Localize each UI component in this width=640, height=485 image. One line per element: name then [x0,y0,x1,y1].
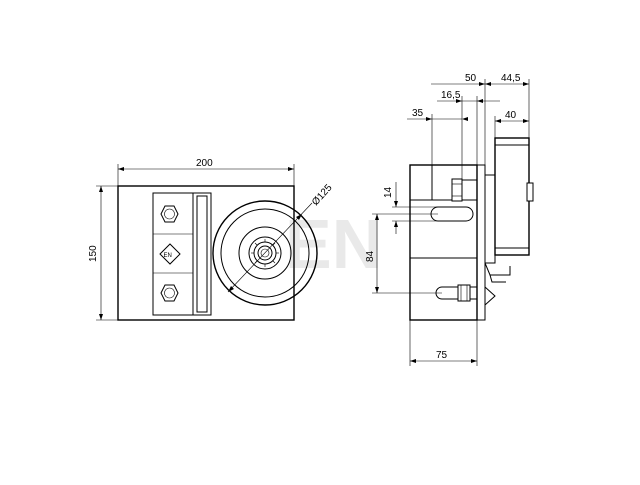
bearing-outer [248,236,282,270]
bracket-rail [192,192,212,316]
dim-50: 50 [431,73,486,165]
bracket-rail-inner [196,195,208,313]
dim-75: 75 [409,320,478,366]
dim-label-16-5: 16,5 [441,90,461,101]
top-bolt-icon [160,205,179,223]
dim-label-35: 35 [412,108,424,119]
dim-label-150: 150 [88,245,99,262]
logo-label: EN [164,253,172,259]
dim-label-75: 75 [436,350,448,361]
dim-width-200: 200 [117,158,295,186]
side-mounting-plate [476,164,486,321]
wheel-tread-inner [220,208,310,298]
dim-label-50: 50 [465,73,477,84]
axle-center [260,248,270,258]
dim-label-14: 14 [383,186,394,198]
dim-label-40: 40 [505,110,517,121]
dim-40: 40 [494,110,529,138]
dim-label-84: 84 [365,250,376,262]
axle [257,245,273,261]
dim-14: 14 [383,182,438,234]
axle-nut-icon [526,182,534,202]
wheel-assembly [484,137,534,283]
lower-bolt-head-icon [457,284,471,302]
wheel-hub-outer [238,226,292,280]
base-plate [117,185,295,321]
dim-height-150: 150 [88,185,118,321]
dim-label-200: 200 [196,158,213,169]
dim-16-5: 16,5 [437,90,500,165]
upper-slot [430,178,478,222]
front-view: EN [88,158,335,321]
lower-slot [435,284,496,307]
dim-label-44-5: 44,5 [501,73,521,84]
fork-leg [484,174,496,264]
dim-35: 35 [407,108,468,180]
dim-44-5: 44,5 [485,73,530,138]
en-logo-icon: EN [159,243,181,265]
wheel [212,200,318,306]
bottom-bolt-icon [160,284,179,302]
wheel-outer [212,200,318,306]
dim-84: 84 [365,213,442,294]
mounting-bracket: EN [152,192,212,316]
upper-bolt-head-icon [451,178,463,202]
side-wheel [494,137,530,256]
side-view: 75 84 14 35 [365,73,534,366]
watermark: EN [285,205,382,283]
